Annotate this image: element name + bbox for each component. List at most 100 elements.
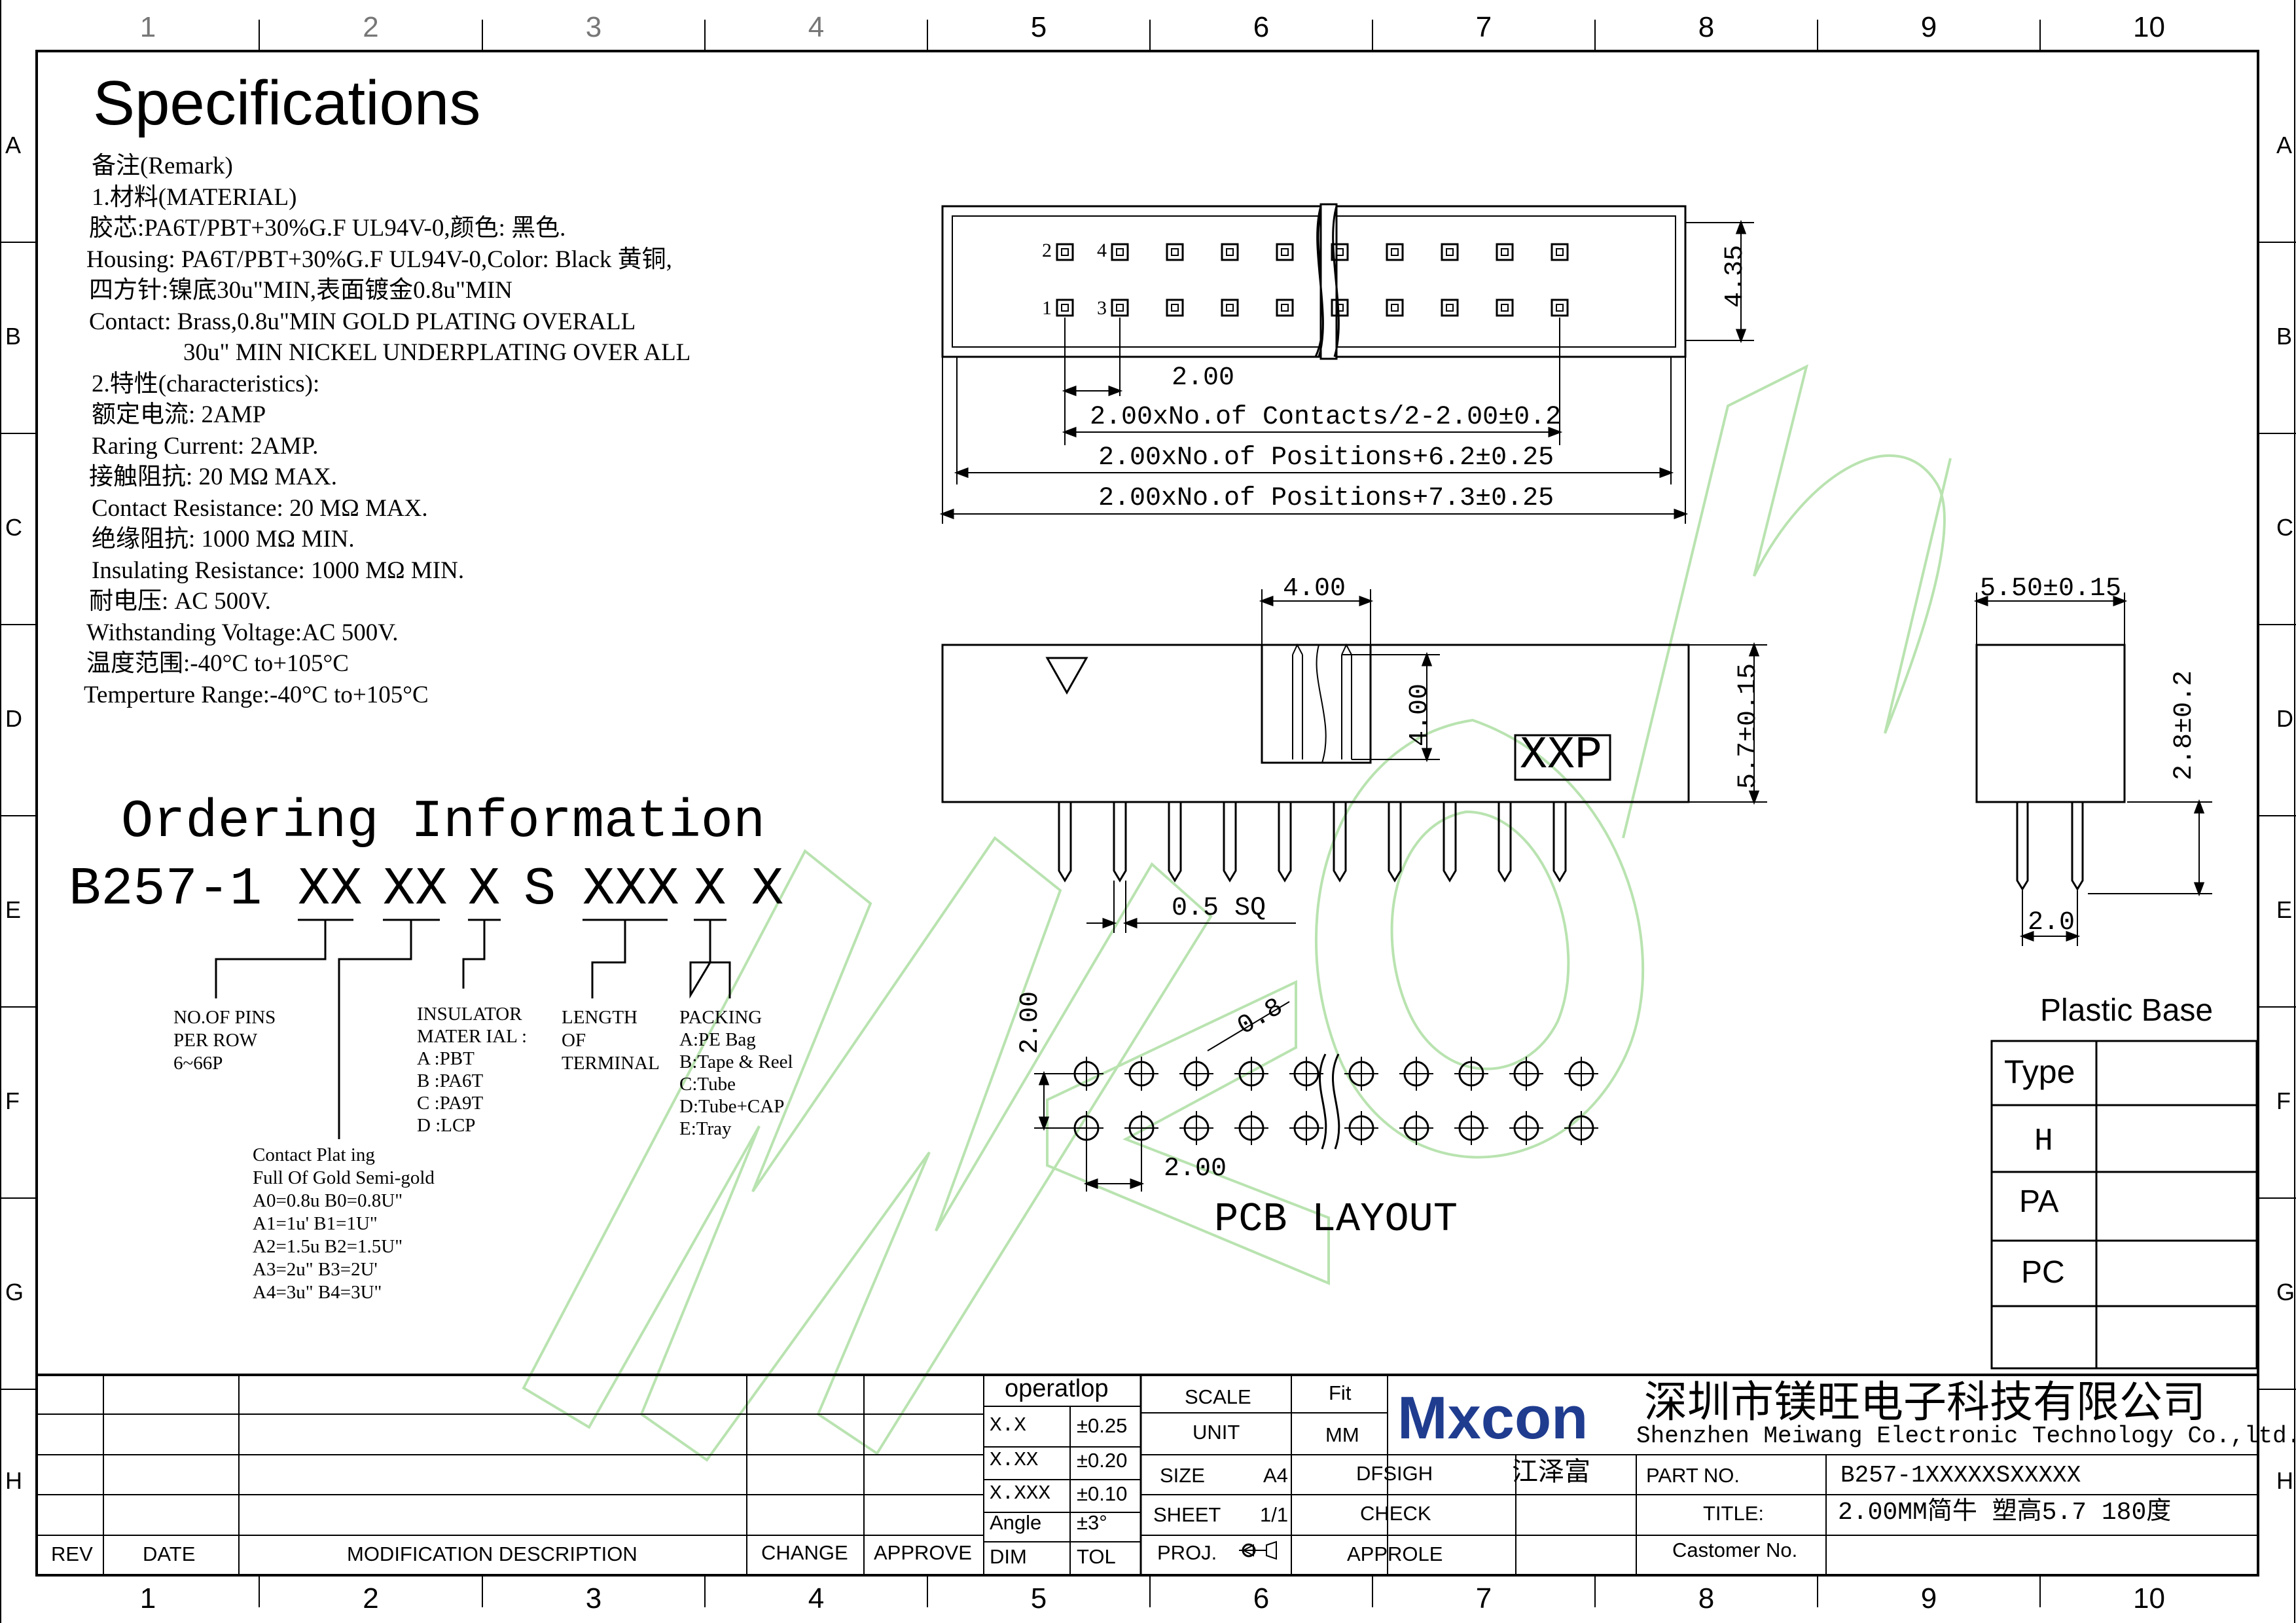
plating-line: A1=1u' B1=1U" bbox=[253, 1213, 378, 1234]
col-label-bottom: 2 bbox=[363, 1582, 379, 1614]
col-label-top: 10 bbox=[2133, 11, 2165, 43]
row-label-right: B bbox=[2276, 323, 2293, 350]
col-label-top: 8 bbox=[1698, 11, 1715, 43]
remark-line: 接触阻抗: 20 MΩ MAX. bbox=[89, 464, 338, 490]
remark-line: 1.材料(MATERIAL) bbox=[92, 183, 297, 211]
row-label-left: E bbox=[5, 896, 22, 923]
packing-line: C:Tube bbox=[679, 1074, 736, 1095]
type-row: H bbox=[2034, 1124, 2053, 1159]
pin-label: 4 bbox=[1097, 240, 1107, 261]
tol-value: ±0.25 bbox=[1077, 1414, 1128, 1437]
marking-xxp: XXP bbox=[1520, 730, 1603, 782]
pin-label: 3 bbox=[1097, 297, 1107, 319]
packing-line: PACKING bbox=[679, 1007, 762, 1028]
watermark bbox=[522, 364, 1952, 1462]
col-label-bottom: 10 bbox=[2133, 1582, 2165, 1614]
length-line: LENGTH bbox=[562, 1007, 637, 1028]
col-label-top: 1 bbox=[139, 11, 156, 43]
plating-line: A2=1.5u B2=1.5U" bbox=[253, 1236, 403, 1257]
dim-positions-2: 2.00xNo.of Positions+7.3±0.25 bbox=[1098, 484, 1554, 513]
remark-line: Withstanding Voltage:AC 500V. bbox=[86, 619, 399, 646]
col-label-top: 7 bbox=[1475, 11, 1492, 43]
sheet-label: SHEET bbox=[1153, 1503, 1221, 1526]
remark-line: 温度范围:-40°C to+105°C bbox=[86, 650, 349, 677]
part-no-value: B257-1XXXXXSXXXXX bbox=[1840, 1462, 2081, 1489]
col-label-bottom: 3 bbox=[585, 1582, 602, 1614]
row-label-right: A bbox=[2276, 132, 2293, 158]
packing-line: D:Tube+CAP bbox=[679, 1096, 785, 1117]
plastic-base-title: Plastic Base bbox=[2040, 993, 2214, 1028]
col-label-bottom: 5 bbox=[1030, 1582, 1047, 1614]
row-label-left: H bbox=[5, 1467, 22, 1494]
row-label-right: G bbox=[2276, 1279, 2295, 1305]
row-label-right: E bbox=[2276, 896, 2293, 923]
code-part-p7: X bbox=[751, 859, 784, 920]
row-label-right: F bbox=[2276, 1087, 2291, 1114]
dim-pitch-top: 2.00 bbox=[1172, 363, 1235, 393]
check-label: CHECK bbox=[1360, 1502, 1431, 1525]
page-title: Specifications bbox=[93, 68, 481, 138]
remark-line: 耐电压: AC 500V. bbox=[89, 588, 271, 615]
remark-line: Temperture Range:-40°C to+105°C bbox=[84, 681, 429, 708]
unit-label: UNIT bbox=[1193, 1421, 1240, 1444]
row-label-right: H bbox=[2276, 1467, 2293, 1494]
dim-positions-1: 2.00xNo.of Positions+6.2±0.25 bbox=[1098, 443, 1554, 473]
insulator-line: C :PA9T bbox=[417, 1093, 484, 1114]
dim-width-end: 5.50±0.15 bbox=[1980, 574, 2122, 604]
plating-line: Full Of Gold Semi-gold bbox=[253, 1167, 435, 1188]
dim-pitch-pcb: 2.00 bbox=[1164, 1154, 1227, 1184]
code-part-p6: X bbox=[694, 859, 726, 920]
code-part-p5: XXX bbox=[583, 859, 679, 920]
row-label-left: C bbox=[5, 514, 22, 541]
tol-label: X.XX bbox=[990, 1449, 1039, 1472]
col-label-top: 4 bbox=[808, 11, 825, 43]
part-no-label: PART NO. bbox=[1646, 1464, 1740, 1487]
insulator-line: MATER IAL : bbox=[417, 1026, 528, 1047]
tol-value: TOL bbox=[1077, 1545, 1116, 1568]
remark-line: Contact: Brass,0.8u"MIN GOLD PLATING OVE… bbox=[89, 308, 636, 335]
title-value: 2.00MM简牛 塑高5.7 180度 bbox=[1838, 1499, 2172, 1527]
row-label-right: C bbox=[2276, 514, 2293, 541]
row-label-left: G bbox=[5, 1279, 24, 1305]
dim-tail-end: 2.8±0.2 bbox=[2170, 670, 2199, 780]
col-label-bottom: 6 bbox=[1253, 1582, 1270, 1614]
code-part-p4: S bbox=[524, 859, 556, 920]
approle-label: APPROLE bbox=[1347, 1542, 1443, 1565]
ordering-title: Ordering Information bbox=[121, 792, 766, 852]
code-part-p1: XX bbox=[298, 859, 363, 920]
tol-value: ±0.20 bbox=[1077, 1449, 1128, 1472]
dim-row-pcb: 2.00 bbox=[1016, 991, 1045, 1054]
col-label-bottom: 7 bbox=[1475, 1582, 1492, 1614]
size-value: A4 bbox=[1263, 1464, 1288, 1487]
length-line: TERMINAL bbox=[562, 1053, 660, 1074]
remark-line: 胶芯:PA6T/PBT+30%G.F UL94V-0,颜色: 黑色. bbox=[89, 215, 566, 242]
scale-label: SCALE bbox=[1185, 1385, 1251, 1408]
col-label-top: 9 bbox=[1920, 11, 1937, 43]
remark-line: 绝缘阻抗: 1000 MΩ MIN. bbox=[92, 526, 355, 553]
col-label-top: 6 bbox=[1253, 11, 1270, 43]
company-logo: Mxcon bbox=[1397, 1385, 1588, 1451]
dim-inner-side: 4.00 bbox=[1405, 683, 1435, 746]
mod-header: MODIFICATION DESCRIPTION bbox=[347, 1542, 637, 1565]
operatlop-header: operatlop bbox=[1005, 1375, 1109, 1402]
pin-label: 2 bbox=[1042, 240, 1052, 261]
remark-line: 额定电流: 2AMP bbox=[92, 401, 266, 428]
col-label-bottom: 8 bbox=[1698, 1582, 1715, 1614]
row-label-left: F bbox=[5, 1087, 20, 1114]
pins-line: 6~66P bbox=[173, 1053, 223, 1074]
change-header: CHANGE bbox=[761, 1541, 848, 1564]
col-label-top: 5 bbox=[1030, 11, 1047, 43]
rev-header: REV bbox=[51, 1542, 93, 1565]
row-label-right: D bbox=[2276, 705, 2293, 732]
plating-line: Contact Plat ing bbox=[253, 1144, 375, 1165]
remark-line: 2.特性(characteristics): bbox=[92, 370, 320, 397]
remark-line: Contact Resistance: 20 MΩ MAX. bbox=[92, 494, 428, 522]
dim-pin-sq: 0.5 SQ bbox=[1172, 894, 1266, 923]
dim-contacts: 2.00xNo.of Contacts/2-2.00±0.2 bbox=[1090, 403, 1562, 432]
dim-height-side: 5.7±0.15 bbox=[1734, 663, 1763, 789]
col-label-bottom: 4 bbox=[808, 1582, 825, 1614]
dim-pitch-end: 2.0 bbox=[2028, 908, 2075, 938]
col-label-top: 2 bbox=[363, 11, 379, 43]
remark-line: Housing: PA6T/PBT+30%G.F UL94V-0,Color: … bbox=[86, 246, 672, 273]
